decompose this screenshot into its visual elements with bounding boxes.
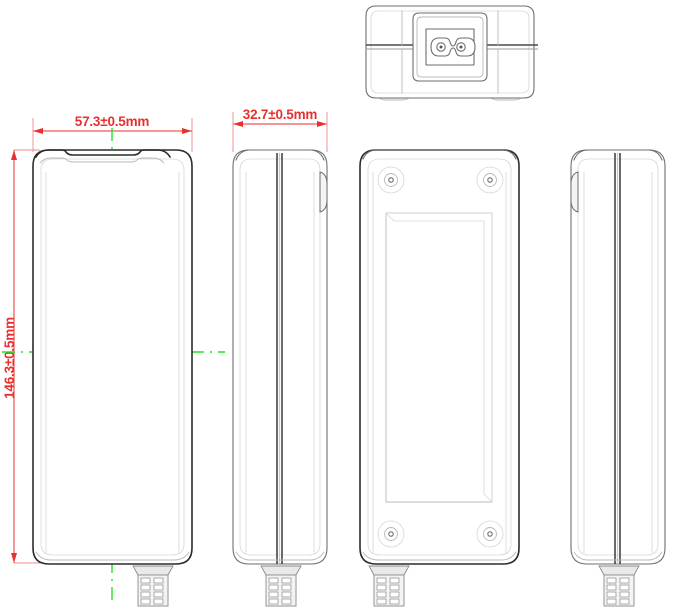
- side-view-left-center-seam: [276, 153, 283, 564]
- side-view-left-tab: [319, 171, 328, 213]
- back-view-screw-bosses: [377, 166, 504, 548]
- screw-boss-top-left: [377, 166, 405, 194]
- back-view: [359, 149, 520, 607]
- side-view-right: [570, 149, 666, 607]
- inlet-pin-holes: [436, 42, 466, 52]
- screw-boss-bottom-left: [377, 520, 405, 548]
- side-view-right-top-seam: [573, 149, 663, 161]
- dimension-height-label: 146.3±0.5mm: [2, 317, 17, 399]
- side-view-left-top-seam: [235, 149, 325, 161]
- top-view-body-inner-offset: [370, 10, 530, 94]
- side-view-right-center-seam: [614, 153, 621, 564]
- front-view-bottom-seam: [35, 551, 190, 561]
- dimension-depth: 32.7±0.5mm: [232, 107, 328, 152]
- screw-boss-top-right: [476, 166, 504, 194]
- top-view-shoulder-seams: [401, 10, 499, 94]
- top-view: [365, 5, 538, 101]
- front-view-top-seam: [35, 149, 171, 164]
- back-view-top-seam: [362, 149, 517, 160]
- side-view-right-tab: [570, 171, 579, 213]
- side-view-left-bottom-seam: [235, 551, 325, 561]
- dimension-depth-label: 32.7±0.5mm: [243, 107, 318, 122]
- back-view-bottom-seam: [362, 551, 517, 561]
- side-view-left-body-inner: [239, 158, 321, 556]
- back-view-body-inner: [367, 158, 512, 556]
- dimension-width-label: 57.3±0.5mm: [75, 114, 150, 129]
- side-view-right-body-inner: [577, 158, 659, 556]
- side-view-right-strain-relief: [598, 565, 640, 607]
- screw-boss-bottom-right: [476, 520, 504, 548]
- side-view-right-bottom-seam: [573, 551, 663, 561]
- front-view-body-inner: [40, 158, 185, 556]
- back-view-strain-relief: [368, 565, 410, 607]
- side-view-left-strain-relief: [260, 565, 302, 607]
- back-view-label-recess: [385, 212, 493, 503]
- front-view: [32, 149, 193, 607]
- front-view-body: [32, 149, 193, 565]
- back-view-body: [359, 149, 520, 565]
- inlet-bezel-inner: [416, 16, 484, 78]
- dimension-height: 146.3±0.5mm: [2, 149, 40, 564]
- side-view-left: [232, 149, 328, 607]
- front-view-strain-relief: [132, 565, 174, 607]
